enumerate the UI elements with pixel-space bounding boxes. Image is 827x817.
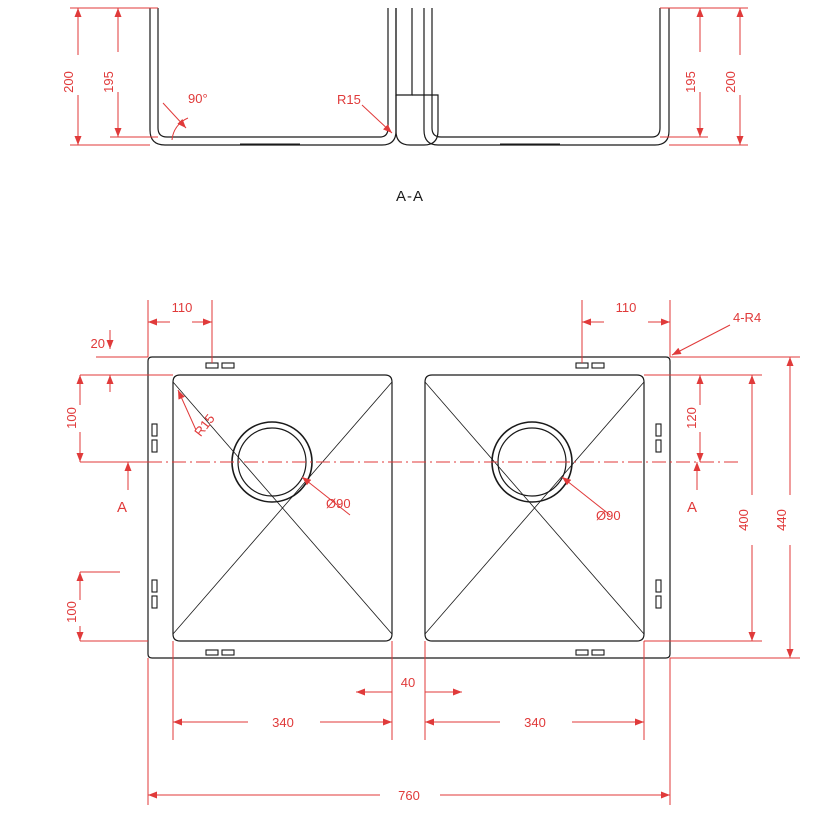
dim-overall-depth-left: 200 [61, 71, 76, 93]
dim-bowl-depth-plan: 400 [736, 509, 751, 531]
dim-bowl-width-left: 340 [272, 715, 294, 730]
plan-view-geometry [147, 356, 671, 659]
dim-divider-width: 40 [401, 675, 415, 690]
dim-rim-width-top: 20 [91, 336, 105, 351]
dim-overall-depth-plan: 440 [774, 509, 789, 531]
dim-drain-diameter-right: Ø90 [596, 508, 621, 523]
section-marker-right: A [687, 499, 697, 516]
section-view-dimensions [70, 7, 748, 146]
dim-bowl-width-right: 340 [524, 715, 546, 730]
section-view-geometry [149, 8, 670, 146]
dim-bowl-depth-left: 195 [101, 71, 116, 93]
dim-drain-offset-right: 110 [616, 300, 637, 315]
section-view-label: A-A [396, 188, 424, 205]
section-view-dimension-labels: 200 195 195 200 90° R15 [61, 71, 738, 107]
dim-corner-angle: 90° [188, 91, 208, 106]
plan-view-dimensions [76, 300, 800, 805]
dim-back-to-center: 120 [684, 407, 699, 429]
dim-corner-radius-r15: R15 [337, 92, 361, 107]
section-marker-left: A [117, 499, 127, 516]
dim-drain-center-from-front: 100 [64, 601, 79, 623]
plan-view-section-markers: A A [117, 499, 697, 516]
dim-overall-width: 760 [398, 788, 420, 803]
dim-drain-diameter-left: Ø90 [326, 496, 351, 511]
dim-overall-depth-right: 200 [723, 71, 738, 93]
dim-bowl-depth-right: 195 [683, 71, 698, 93]
dim-corner-radius-outer: 4-R4 [733, 310, 761, 325]
dim-corner-radius-bowl: R15 [191, 411, 218, 439]
plan-view-dimension-labels: 110 110 20 100 R15 4-R4 Ø90 Ø90 120 400 … [64, 300, 789, 803]
dim-drain-offset-left: 110 [172, 300, 193, 315]
dim-drain-center-from-back: 100 [64, 407, 79, 429]
